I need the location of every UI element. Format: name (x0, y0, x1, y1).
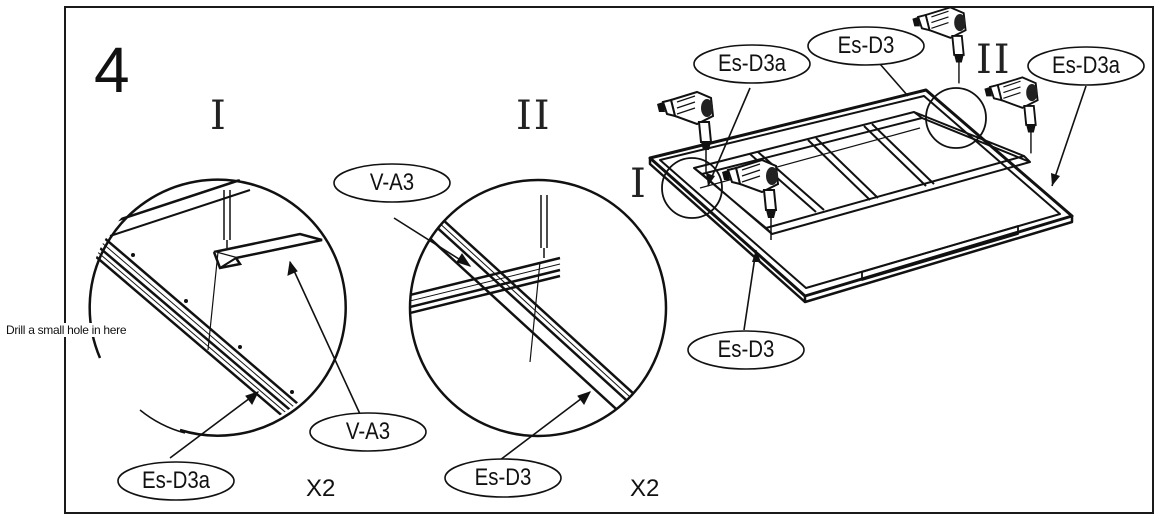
label-es-d3a-overview-right: Es-D3a (1051, 52, 1121, 79)
instruction-frame (64, 6, 1154, 514)
detail-view-2 (393, 178, 668, 461)
detail-2-roman-label: II (516, 93, 552, 139)
overview-2-roman-label: II (976, 37, 1012, 83)
detail-view-1 (87, 178, 361, 459)
detail-1-roman-label: I (210, 93, 228, 139)
label-es-d3-overview-top: Es-D3 (837, 32, 895, 59)
label-v-a3-detail-2: V-A3 (369, 169, 415, 196)
step-number: 4 (94, 34, 130, 106)
label-ellipses (117, 26, 1145, 501)
overview-1-roman-label: I (630, 161, 648, 207)
power-drill-icon (983, 76, 1039, 155)
label-v-a3-detail-1: V-A3 (345, 418, 391, 445)
frame-overview (648, 87, 1074, 304)
label-es-d3a-detail-1: Es-D3a (141, 467, 211, 494)
quantity-detail-2: X2 (630, 475, 660, 502)
label-es-d3-detail-2: Es-D3 (474, 464, 532, 491)
overview-leaders (707, 63, 1087, 331)
label-es-d3a-overview-left: Es-D3a (717, 50, 787, 77)
drill-hole-note: Drill a small hole in here (6, 323, 127, 337)
label-es-d3-overview-bottom: Es-D3 (717, 336, 775, 363)
quantity-detail-1: X2 (306, 475, 336, 502)
